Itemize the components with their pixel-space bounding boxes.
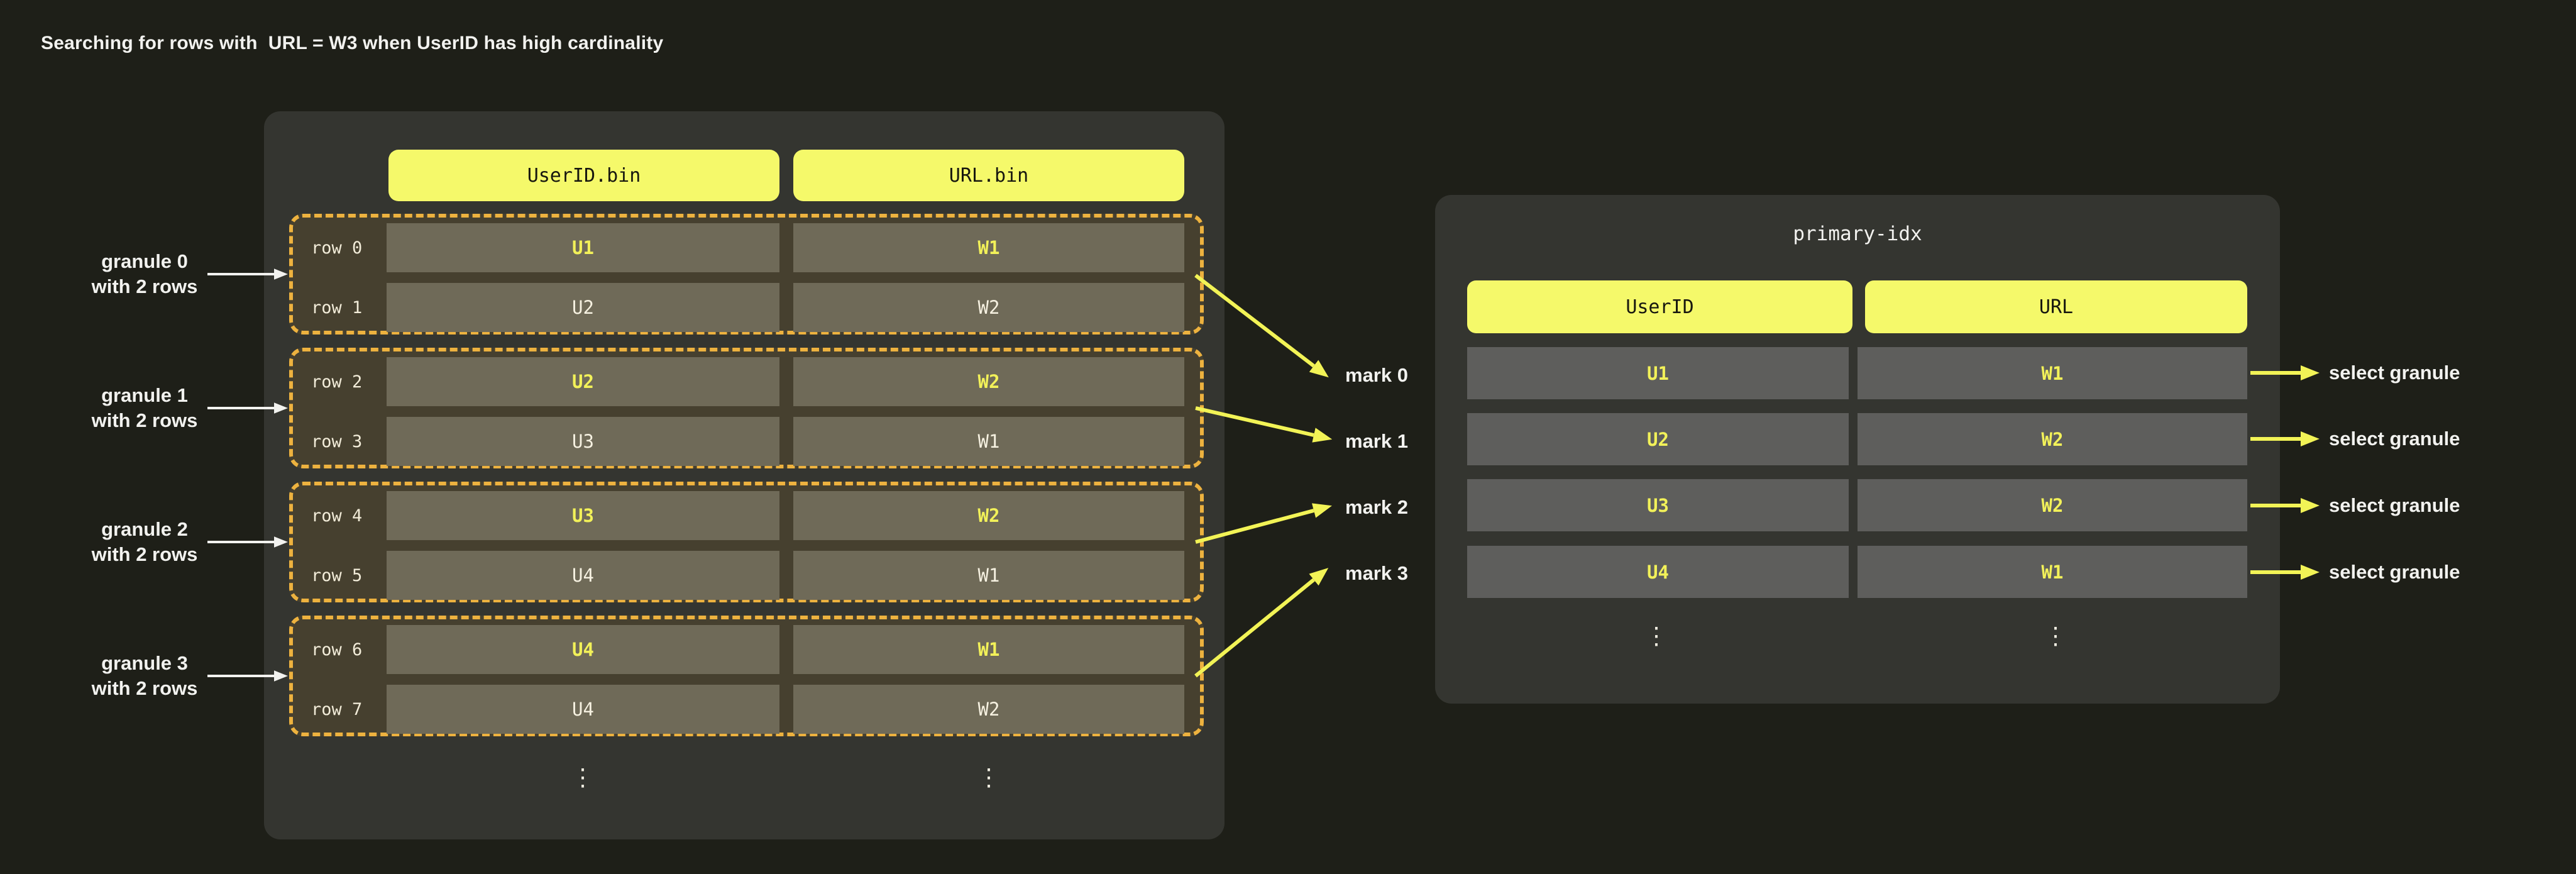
column-header-url-bin: URL.bin [793,150,1184,201]
cell-userid: U2 [387,283,779,332]
cell-userid: U3 [387,491,779,540]
select-granule-label-3: select granule [2329,561,2460,583]
index-cell-url: W2 [1858,413,2247,465]
granule-label-line2: with 2 rows [91,677,198,699]
select-granule-label-2: select granule [2329,494,2460,516]
cell-url: W2 [793,283,1184,332]
row-label: row 0 [311,238,363,258]
row-label: row 7 [311,699,363,719]
mark-label-1: mark 1 [1345,430,1408,452]
granule-box-0: row 0 U1 W1 row 1 U2 W2 [289,214,1204,335]
row-label: row 2 [311,372,363,392]
granule-label-line2: with 2 rows [91,543,198,565]
select-granule-label-1: select granule [2329,428,2460,450]
granule-box-3: row 6 U4 W1 row 7 U4 W2 [289,616,1204,736]
cell-url: W1 [793,417,1184,466]
primary-idx-title: primary-idx [1793,223,1922,245]
mark-label-3: mark 3 [1345,562,1408,584]
index-cell-userid: U2 [1467,413,1849,465]
granule-label-line2: with 2 rows [91,275,198,297]
granule-label-line1: granule 2 [101,518,188,540]
granule-label-line1: granule 0 [101,250,188,272]
index-cell-url: W1 [1858,347,2247,399]
index-header-url: URL [1865,280,2247,333]
cell-url: W2 [793,357,1184,406]
cell-url: W1 [793,551,1184,600]
index-cell-userid: U3 [1467,479,1849,531]
cell-url: W1 [793,223,1184,272]
granule-label-2: granule 2 with 2 rows [57,517,233,567]
index-header-userid: UserID [1467,280,1852,333]
row-label: row 3 [311,431,363,451]
granule-box-1: row 2 U2 W2 row 3 U3 W1 [289,348,1204,468]
cell-userid: U4 [387,551,779,600]
granule-label-1: granule 1 with 2 rows [57,383,233,433]
userid-column-ellipsis: ⋮ [571,763,595,791]
select-granule-label-0: select granule [2329,362,2460,384]
row-label: row 5 [311,565,363,585]
data-part-panel: UserID.bin URL.bin row 0 U1 W1 row 1 U2 … [264,111,1225,839]
index-userid-ellipsis: ⋮ [1644,622,1668,650]
url-column-ellipsis: ⋮ [977,763,1001,791]
page-title: Searching for rows with URL = W3 when Us… [41,33,664,53]
granule-label-line1: granule 3 [101,652,188,674]
mark-label-0: mark 0 [1345,364,1408,386]
primary-idx-panel: primary-idx UserID URL U1 W1 U2 W2 U3 W2… [1435,195,2280,704]
cell-userid: U4 [387,685,779,734]
cell-userid: U2 [387,357,779,406]
row-label: row 4 [311,506,363,526]
index-cell-url: W1 [1858,546,2247,598]
index-url-ellipsis: ⋮ [2044,622,2067,650]
cell-userid: U1 [387,223,779,272]
granule-box-2: row 4 U3 W2 row 5 U4 W1 [289,482,1204,602]
index-cell-userid: U4 [1467,546,1849,598]
cell-url: W2 [793,685,1184,734]
index-cell-userid: U1 [1467,347,1849,399]
cell-url: W2 [793,491,1184,540]
granule-label-line2: with 2 rows [91,409,198,431]
row-label: row 6 [311,639,363,660]
column-header-userid-bin: UserID.bin [388,150,779,201]
granule-label-line1: granule 1 [101,384,188,406]
cell-url: W1 [793,625,1184,674]
granule-label-3: granule 3 with 2 rows [57,651,233,701]
mark-label-2: mark 2 [1345,496,1408,518]
cell-userid: U4 [387,625,779,674]
index-cell-url: W2 [1858,479,2247,531]
row-label: row 1 [311,297,363,318]
granule-label-0: granule 0 with 2 rows [57,249,233,299]
cell-userid: U3 [387,417,779,466]
